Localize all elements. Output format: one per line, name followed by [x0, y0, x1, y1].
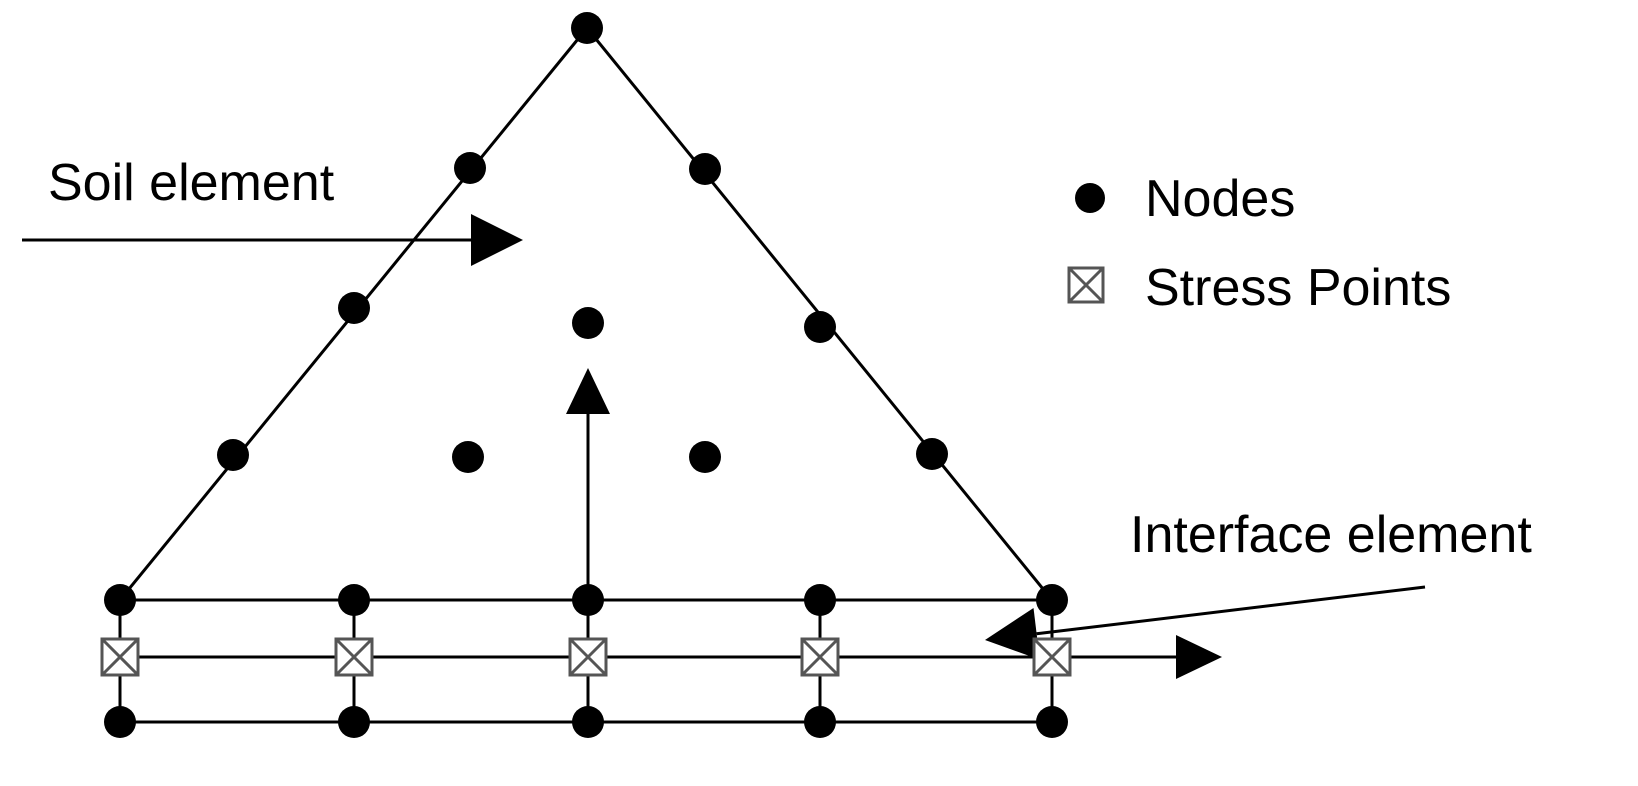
node-marker [572, 706, 604, 738]
node-marker [454, 152, 486, 184]
node-marker [338, 706, 370, 738]
node-marker [572, 584, 604, 616]
soil-element-label: Soil element [48, 154, 335, 212]
node-marker [217, 439, 249, 471]
node-marker [689, 441, 721, 473]
node-marker [804, 584, 836, 616]
node-marker [916, 438, 948, 470]
node-marker [1036, 706, 1068, 738]
node-marker [104, 706, 136, 738]
legend-nodes-label: Nodes [1145, 170, 1295, 228]
arrow-interface-element-leader [985, 585, 1426, 660]
node-marker [804, 706, 836, 738]
node-markers-group [104, 12, 1068, 738]
node-marker [452, 441, 484, 473]
arrow-soil-element-leader [22, 214, 523, 266]
node-marker [104, 584, 136, 616]
stress-point-markers-group [100, 637, 1072, 677]
node-marker [689, 153, 721, 185]
stress-point-marker [1032, 637, 1072, 677]
node-marker [1036, 584, 1068, 616]
legend-stress-points-icon [1067, 266, 1105, 304]
legend: Nodes Stress Points [1067, 170, 1451, 317]
legend-nodes-icon [1075, 183, 1105, 213]
node-marker [338, 584, 370, 616]
annotation-arrows-group [22, 214, 1426, 679]
node-marker [804, 311, 836, 343]
stress-point-marker [100, 637, 140, 677]
stress-point-marker [800, 637, 840, 677]
node-marker [572, 307, 604, 339]
stress-point-marker [568, 637, 608, 677]
arrow-horizontal-indicator-arrow [1052, 635, 1222, 679]
node-marker [571, 12, 603, 44]
node-marker [338, 292, 370, 324]
stress-point-marker [334, 637, 374, 677]
arrow-vertical-indicator-arrow [566, 368, 610, 600]
legend-stress-points-label: Stress Points [1145, 259, 1451, 317]
interface-element-label: Interface element [1130, 506, 1532, 564]
